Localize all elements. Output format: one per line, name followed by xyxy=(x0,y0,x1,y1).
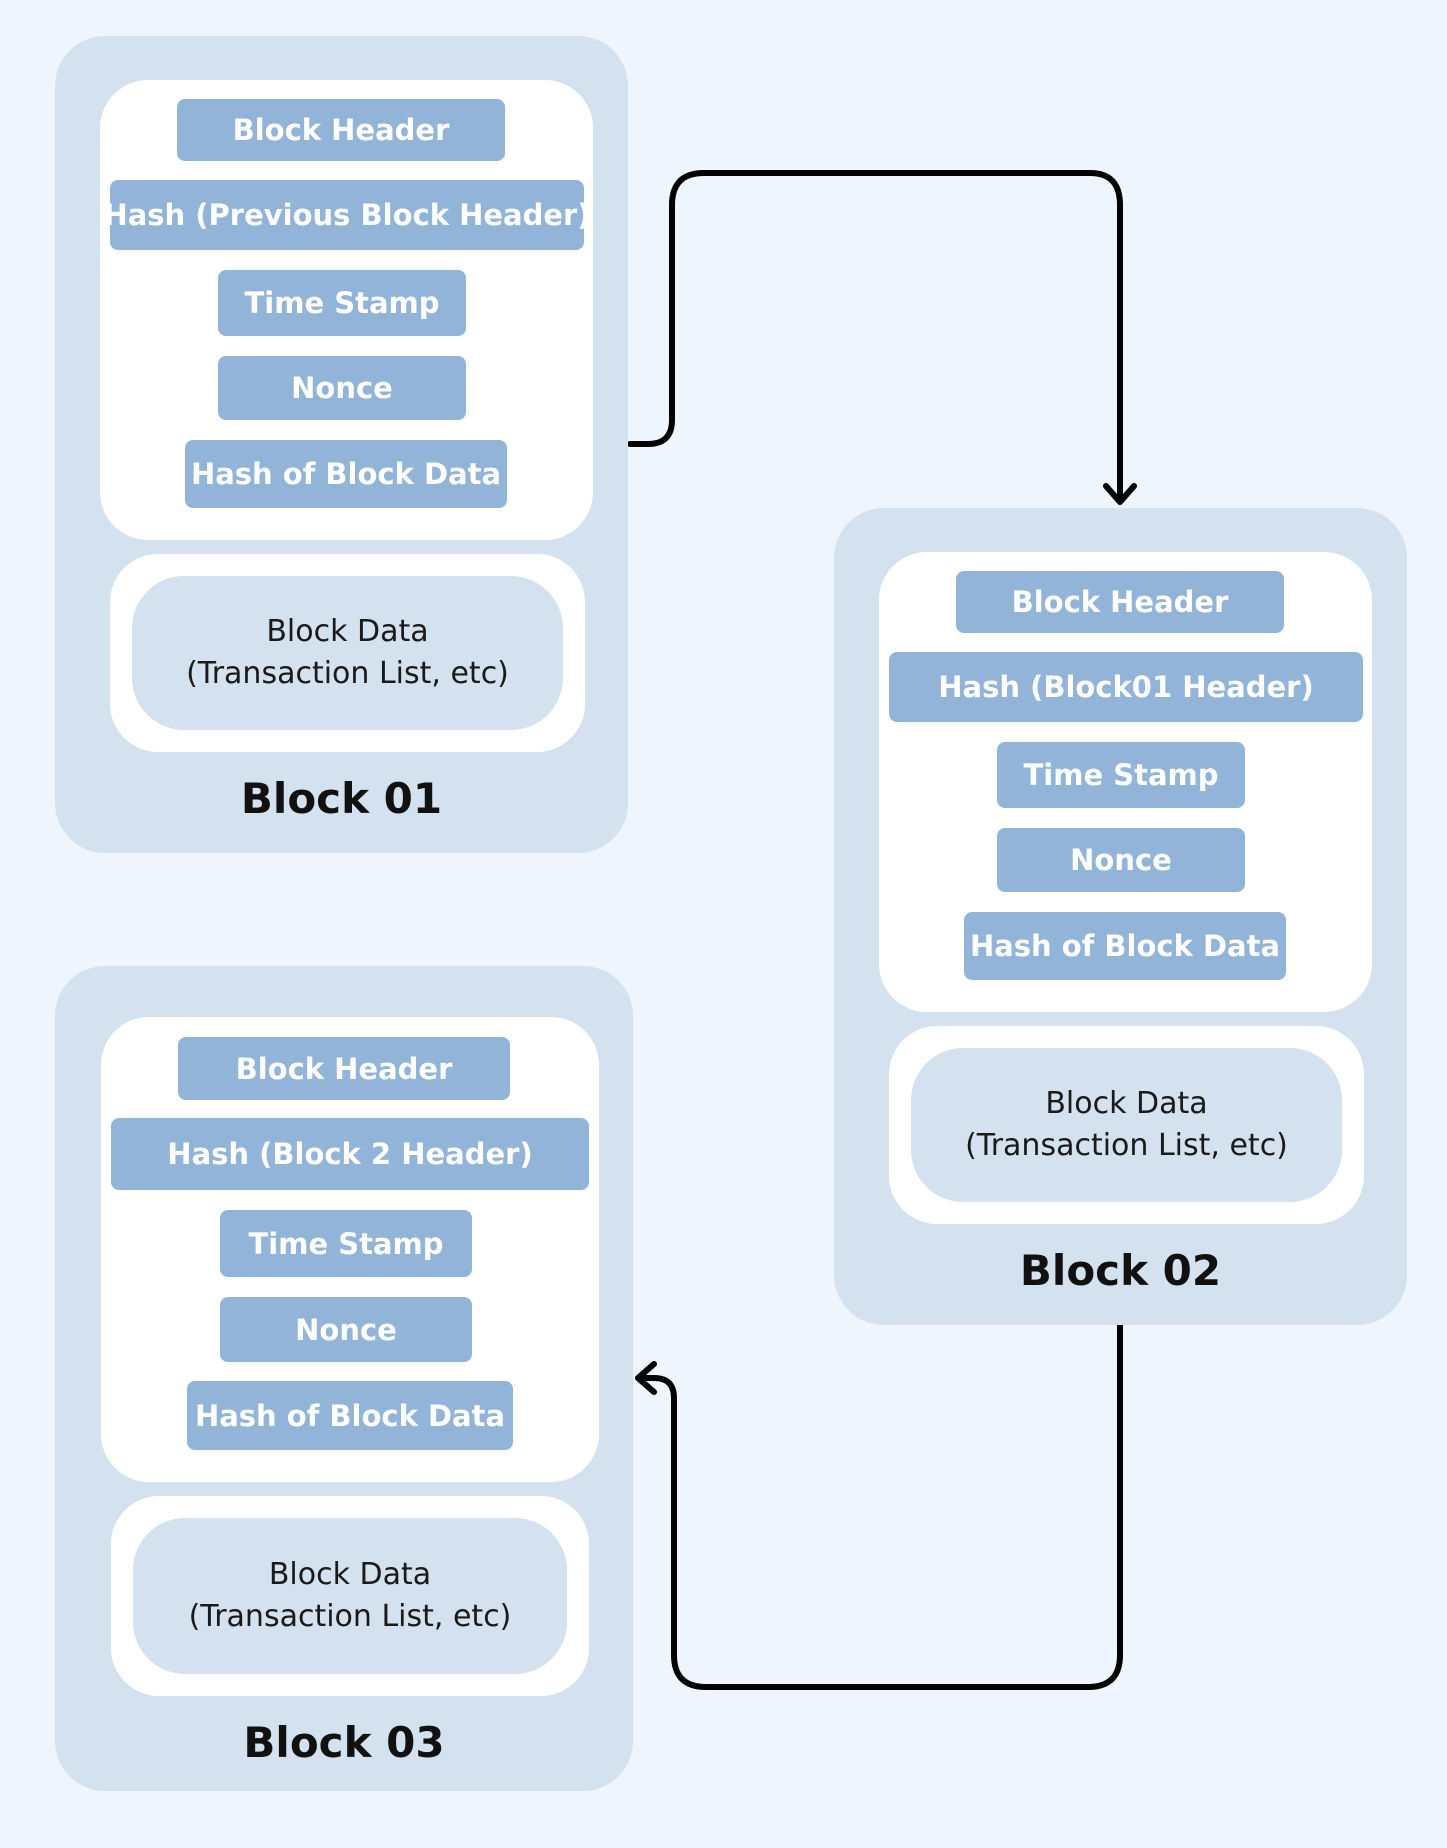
arrow-block01-to-block02 xyxy=(627,170,1123,503)
block-title: Block 03 xyxy=(243,1718,445,1767)
nonce-field: Nonce xyxy=(220,1297,472,1362)
block-02: Block Header Hash (Block01 Header) Time … xyxy=(834,508,1407,1325)
block-data-description: (Transaction List, etc) xyxy=(188,1599,512,1634)
block-title: Block 01 xyxy=(240,774,443,823)
block-data-card: Block Data (Transaction List, etc) xyxy=(110,554,585,752)
timestamp-field: Time Stamp xyxy=(220,1210,472,1277)
nonce-field: Nonce xyxy=(997,828,1245,892)
data-hash-field: Hash of Block Data xyxy=(185,440,507,508)
block-data-description: (Transaction List, etc) xyxy=(965,1128,1288,1163)
data-hash-field: Hash of Block Data xyxy=(187,1381,513,1450)
block-data-content: Block Data (Transaction List, etc) xyxy=(133,1518,567,1674)
arrowhead-block02 xyxy=(1103,483,1137,505)
previous-hash-field: Hash (Block01 Header) xyxy=(889,652,1363,722)
previous-hash-field: Hash (Previous Block Header) xyxy=(103,180,591,250)
arrow-block02-to-block03 xyxy=(637,1322,1123,1690)
block-data-label: Block Data xyxy=(268,1557,432,1592)
arrowhead-block03 xyxy=(635,1361,657,1395)
timestamp-field: Time Stamp xyxy=(218,270,466,336)
block-data-description: (Transaction List, etc) xyxy=(186,656,509,691)
block-01: Block Header Hash (Previous Block Header… xyxy=(55,36,628,853)
block-data-content: Block Data (Transaction List, etc) xyxy=(132,576,563,730)
block-header-card: Block Header Hash (Block 2 Header) Time … xyxy=(101,1017,599,1482)
block-header-label: Block Header xyxy=(178,1037,510,1100)
block-data-label: Block Data xyxy=(1045,1086,1208,1121)
block-03: Block Header Hash (Block 2 Header) Time … xyxy=(55,966,633,1791)
block-data-card: Block Data (Transaction List, etc) xyxy=(111,1496,589,1696)
block-header-card: Block Header Hash (Previous Block Header… xyxy=(100,80,593,540)
data-hash-field: Hash of Block Data xyxy=(964,912,1286,980)
block-header-card: Block Header Hash (Block01 Header) Time … xyxy=(879,552,1372,1012)
block-title: Block 02 xyxy=(1019,1246,1222,1295)
block-header-label: Block Header xyxy=(177,99,505,161)
block-data-card: Block Data (Transaction List, etc) xyxy=(889,1026,1364,1224)
nonce-field: Nonce xyxy=(218,356,466,420)
block-data-content: Block Data (Transaction List, etc) xyxy=(911,1048,1342,1202)
block-data-label: Block Data xyxy=(266,614,429,649)
previous-hash-field: Hash (Block 2 Header) xyxy=(111,1118,589,1190)
block-header-label: Block Header xyxy=(956,571,1284,633)
timestamp-field: Time Stamp xyxy=(997,742,1245,808)
